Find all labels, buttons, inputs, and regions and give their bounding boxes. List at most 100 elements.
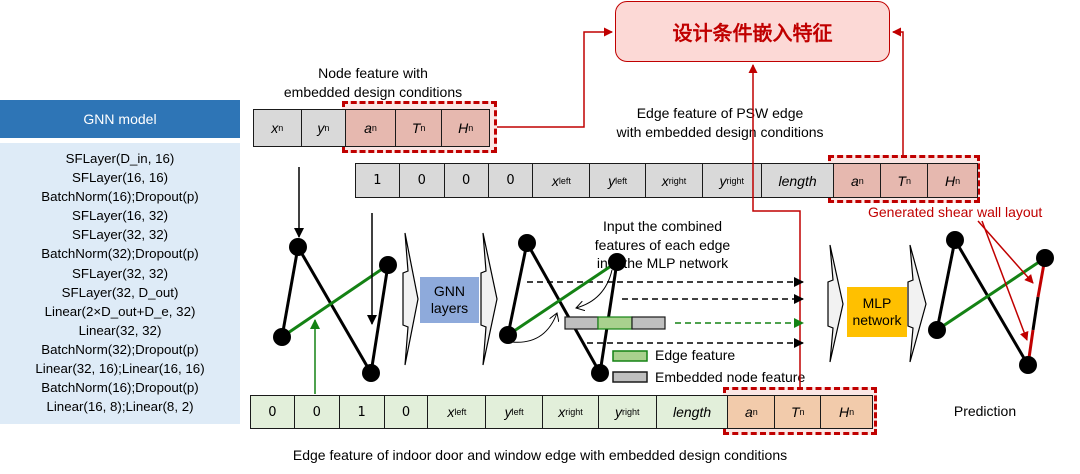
graph-node: [591, 364, 609, 382]
mlp-block-line2: network: [852, 312, 902, 328]
graph-node: [499, 326, 517, 344]
mlp-block-line1: MLP: [862, 295, 892, 311]
feature-cell: 0: [444, 164, 489, 197]
legend-edge-feature-swatch: [612, 350, 648, 362]
graph-node: [946, 231, 964, 249]
mlp-input-note-line3: into the MLP network: [596, 255, 729, 271]
node-feature-caption: Node feature with embedded design condit…: [273, 64, 473, 101]
graph-node: [273, 328, 291, 346]
graph-node: [362, 364, 380, 382]
model-layer: SFLayer(16, 16): [71, 170, 169, 186]
model-layer: Linear(16, 8);Linear(8, 2): [46, 399, 194, 415]
gnn-model-header: GNN model: [0, 100, 240, 138]
feature-cell: 0: [399, 164, 445, 197]
feature-cell: 1: [356, 164, 400, 197]
model-layer: BatchNorm(32);Dropout(p): [41, 341, 199, 357]
block-arrow-icon: [827, 244, 844, 363]
feature-cell: length: [656, 396, 729, 428]
input-graph: [273, 167, 397, 394]
gnn-block-line2: layers: [430, 300, 469, 316]
node-to-condition-connector: [497, 27, 613, 128]
psw-edge-caption-line1: Edge feature of PSW edge: [636, 105, 804, 121]
shear-wall-segment: [1026, 329, 1035, 366]
model-layer: SFLayer(16, 32): [71, 208, 169, 224]
node-feature-caption-line1: Node feature with: [318, 65, 428, 81]
design-condition-label: 设计条件嵌入特征: [672, 21, 833, 45]
mlp-input-note-line1: Input the combined: [602, 218, 723, 234]
gnn-model-layer-list: SFLayer(D_in, 16) SFLayer(16, 16) BatchN…: [0, 143, 240, 424]
model-layer: Linear(32, 16);Linear(16, 16): [35, 361, 205, 377]
door-window-edge-caption: Edge feature of indoor door and window e…: [292, 447, 788, 463]
psw-edge-caption: Edge feature of PSW edge with embedded d…: [600, 104, 840, 141]
combined-feature-node-right: [631, 316, 666, 330]
feature-cell: length: [761, 164, 835, 197]
gnn-block-line1: GNN: [433, 283, 466, 299]
mlp-input-note-line2: features of each edge: [594, 236, 731, 253]
shear-wall-segment: [1036, 257, 1047, 298]
graph-edge: [369, 264, 390, 374]
node-feature-caption-line2: embedded design conditions: [283, 83, 463, 100]
gnn-model-title: GNN model: [83, 111, 157, 127]
model-layer: SFLayer(D_in, 16): [65, 151, 175, 166]
graph-edge: [296, 246, 373, 374]
curved-arrow: [511, 313, 557, 343]
combined-feature-edge: [597, 316, 633, 330]
combined-feature-node-left: [564, 316, 599, 330]
graph-edge-green: [936, 256, 1046, 332]
model-layer: SFLayer(32, D_out): [61, 284, 179, 300]
feature-cell: 0: [488, 164, 534, 197]
model-layer: Linear(2×D_out+D_e, 32): [44, 303, 196, 319]
psw-edge-caption-line2: with embedded design conditions: [616, 123, 824, 140]
psw-to-condition-connector: [892, 27, 904, 155]
feature-cell: 1: [339, 396, 385, 428]
graph-node: [1036, 249, 1054, 267]
graph-edge: [1031, 296, 1040, 331]
legend-edge-feature-label: Edge feature: [655, 347, 736, 363]
model-layer: BatchNorm(16);Dropout(p): [41, 380, 199, 396]
block-arrow-icon: [480, 232, 498, 366]
graph-node: [289, 238, 307, 256]
model-layer: BatchNorm(16);Dropout(p): [41, 189, 199, 205]
design-condition-embedding-box: 设计条件嵌入特征: [615, 1, 890, 62]
prediction-graph: [928, 220, 1054, 374]
graph-edge: [506, 242, 529, 336]
shear-wall-pointer: [981, 220, 1029, 341]
feature-cell: 0: [384, 396, 429, 428]
graph-node: [518, 234, 536, 252]
mlp-input-note: Input the combined features of each edge…: [580, 217, 745, 273]
legend-node-feature-swatch: [612, 371, 648, 383]
model-layer: Linear(32, 32): [78, 322, 162, 338]
graph-edge: [598, 261, 619, 374]
model-layer: SFLayer(32, 32): [71, 265, 169, 281]
legend-embedded-node-feature-label: Embedded node feature: [655, 369, 806, 385]
graph-node: [1019, 356, 1037, 374]
block-arrow-icon: [402, 232, 419, 366]
feature-cell: 0: [294, 396, 340, 428]
model-layer: BatchNorm(32);Dropout(p): [41, 246, 199, 262]
graph-edge: [953, 239, 1030, 366]
graph-node: [379, 256, 397, 274]
graph-edge-green: [507, 260, 618, 337]
prediction-label: Prediction: [953, 403, 1017, 419]
